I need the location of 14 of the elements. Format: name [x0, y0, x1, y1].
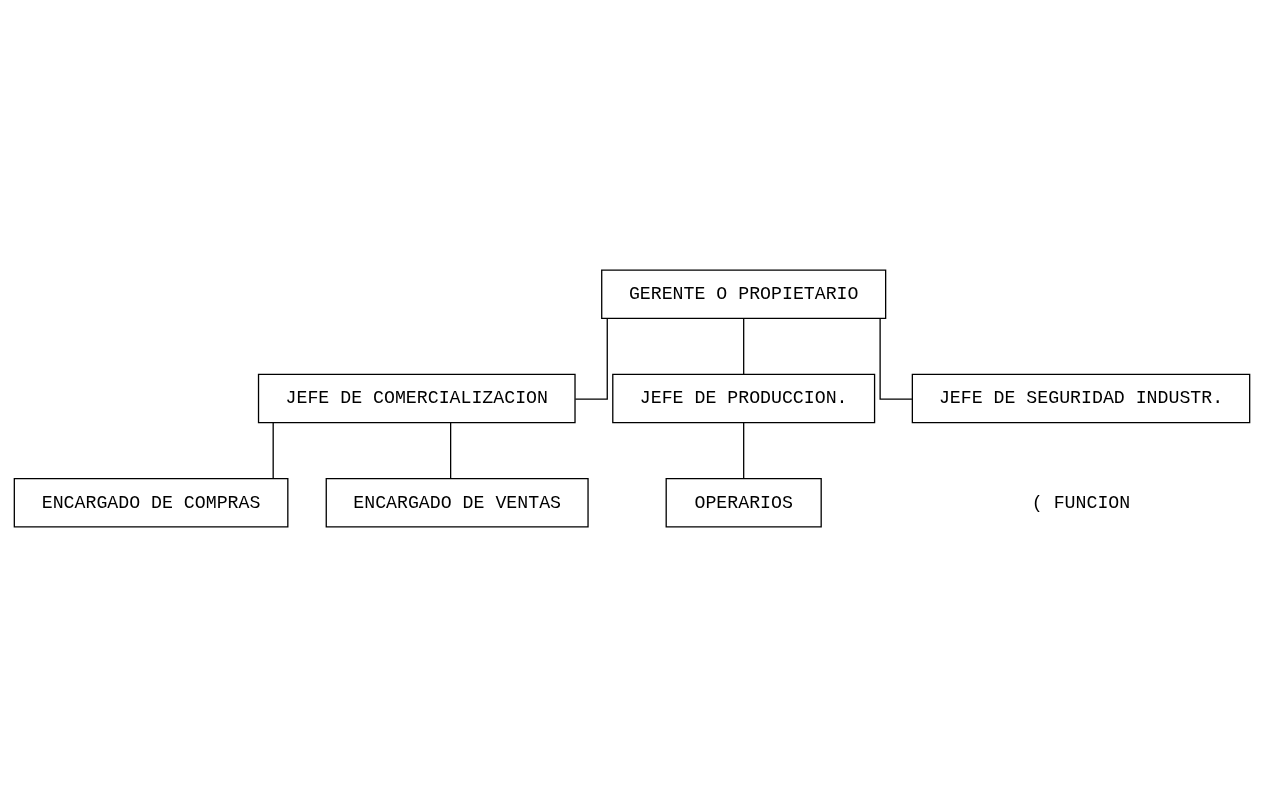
- label: ( FUNCION: [1031, 492, 1131, 513]
- node-box: JEFE DE PRODUCCION.: [612, 373, 876, 424]
- connector: [574, 317, 608, 400]
- node-box: ENCARGADO DE VENTAS: [325, 477, 589, 528]
- node-box: ENCARGADO DE COMPRAS: [13, 477, 289, 528]
- node-box: JEFE DE COMERCIALIZACION: [257, 373, 576, 424]
- connector: [272, 422, 274, 479]
- connector: [743, 317, 745, 375]
- node-box: JEFE DE SEGURIDAD INDUSTR.: [911, 373, 1251, 424]
- node-box: GERENTE O PROPIETARIO: [601, 269, 887, 320]
- connector: [879, 317, 913, 400]
- connector: [743, 422, 745, 479]
- connector: [450, 422, 452, 479]
- node-box: OPERARIOS: [665, 477, 822, 528]
